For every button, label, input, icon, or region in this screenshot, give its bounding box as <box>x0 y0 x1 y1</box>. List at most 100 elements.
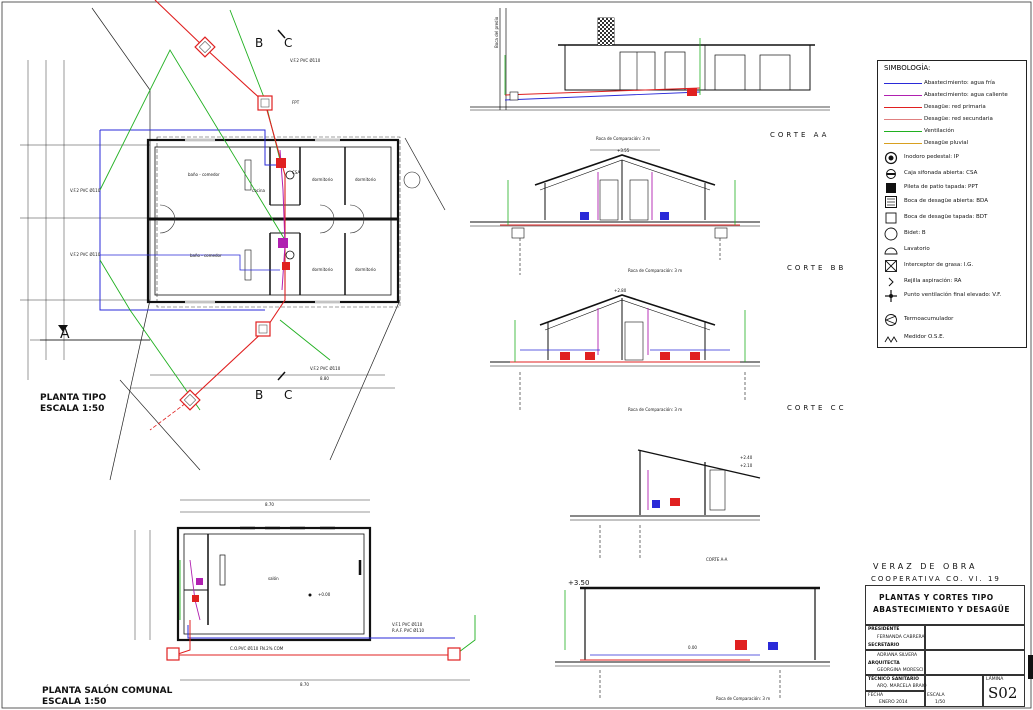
room-label-upper-right: dormitorio <box>355 177 376 182</box>
section-marker-b-top: B <box>255 36 264 50</box>
sign-cell-2 <box>925 650 1025 675</box>
section-marker-c-top: C <box>284 36 293 50</box>
level-0: 0.00 <box>688 645 697 650</box>
legend-line-swatch <box>884 107 922 108</box>
role-4: TÉCNICO SANITARIO <box>868 677 919 682</box>
sign-cell-3 <box>925 675 983 707</box>
legend-symbol-label: Pileta de patio tapada: PPT <box>904 184 979 190</box>
pipe-label-top: V.F.2 PVC Ø110 <box>290 58 321 63</box>
sign-cell-1 <box>925 625 1025 650</box>
legend-line-label: Abastecimiento: agua caliente <box>924 92 1008 98</box>
corte-cc-title: CORTE CC <box>787 404 847 412</box>
role-1: PRESIDENTE <box>868 627 900 632</box>
salon-pipe-label-2: R.A.F. PVC Ø110 <box>392 628 425 633</box>
role-3: ARQUITECTA <box>868 661 900 666</box>
water-heater-icon <box>884 313 898 327</box>
legend-line-label: Desagüe pluvial <box>924 140 969 146</box>
legend-symbol-label: Boca de desagüe tapada: BDT <box>904 214 988 220</box>
sheet-label: LÁMINA <box>986 677 1004 682</box>
covered-sink-icon <box>884 181 898 195</box>
name-2: ADRIANA SILVERA <box>877 653 918 658</box>
section-marker-b-bottom: B <box>255 388 264 402</box>
pipe-label-bottom: V.F.2 PVC Ø110 <box>310 366 341 371</box>
legend-line-label: Desagüe: red secundaria <box>924 116 993 122</box>
legend-title: SIMBOLOGÍA: <box>884 64 931 72</box>
role-cell-2 <box>865 650 925 675</box>
corte-salon-lower-drawing <box>555 586 830 700</box>
corte-cc-drawing <box>490 294 760 410</box>
bidet-icon <box>884 227 898 241</box>
legend-symbol-label: Rejilla aspiración: RA <box>904 278 962 284</box>
legend-line-swatch <box>884 131 922 132</box>
name-1: FERNANDA CABRERA <box>877 635 925 640</box>
name-3: GEORGINA MORESCI <box>877 668 924 673</box>
legend-symbol-label: Inodoro pedestal: IP <box>904 154 959 160</box>
salon-pipe-label-1: V.F.1 PVC Ø110 <box>392 622 423 627</box>
roca-salon: Roca de Comparación: 3 m <box>716 696 771 701</box>
role-cell-1 <box>865 625 925 650</box>
company-line-2: COOPERATIVA CO. VI. 19 <box>871 575 1001 583</box>
corte-aa-title: CORTE AA <box>770 131 830 139</box>
date-cell <box>865 691 925 707</box>
pipe-label-left-2: V.F.2 PVC Ø110 <box>70 252 101 257</box>
toilet-icon <box>884 151 898 165</box>
salon-room-label: salón <box>268 576 279 581</box>
legend-symbol-label: Medidor O.S.E. <box>904 334 945 340</box>
section-marker-c-bottom: C <box>284 388 293 402</box>
vertical-label-predio: Boca del predio <box>494 16 499 48</box>
title-block: VERAZ DE OBRA COOPERATIVA CO. VI. 19 PLA… <box>865 555 1025 707</box>
section-marker-a: A <box>60 326 70 342</box>
corte-bb-drawing <box>470 154 760 275</box>
sheet-title-1: PLANTAS Y CORTES TIPO <box>879 593 994 602</box>
sheet-title-2: ABASTECIMIENTO Y DESAGÜE <box>873 605 1010 614</box>
legend-symbol-label: Termoacumulador <box>904 316 954 322</box>
dim-bottom: 8.80 <box>320 376 329 381</box>
open-drain-icon <box>884 195 898 209</box>
planta-tipo-title: PLANTA TIPO <box>40 393 107 403</box>
room-label-upper-left: baño - comedor <box>188 172 220 177</box>
date-value: ENERO 2014 <box>879 700 908 705</box>
washbasin-icon <box>884 243 898 257</box>
scale-label: ESCALA <box>927 693 945 698</box>
level-350: +3.50 <box>568 579 590 587</box>
room-label-upper-kitchen: cocina <box>252 188 265 193</box>
meter-icon <box>884 331 898 345</box>
planta-salon-scale: ESCALA 1:50 <box>42 697 107 707</box>
level-355: +3.55 <box>617 148 630 153</box>
salon-dim-top: 8.70 <box>265 502 274 507</box>
company-line-1: VERAZ DE OBRA <box>873 562 978 571</box>
grease-trap-icon <box>884 259 898 273</box>
legend-line-label: Ventilación <box>924 128 955 134</box>
sheet-number: S02 <box>988 684 1018 702</box>
date-label: FECHA <box>868 693 884 698</box>
legend-symbol-label: Caja sifonada abierta: CSA <box>904 170 978 176</box>
salon-pipe-label-3: C.O.PVC Ø110 FN.2% COM <box>230 646 284 651</box>
sheet-number-cell <box>983 675 1025 707</box>
grille-icon <box>884 275 898 289</box>
level-210: +2.10 <box>740 463 753 468</box>
level-280: +2.80 <box>614 288 627 293</box>
room-label-lower-left: baño - comedor <box>190 253 222 258</box>
vent-point-icon <box>884 289 898 303</box>
legend-line-label: Desagüe: red primaria <box>924 104 986 110</box>
viewer-scroll-handle[interactable] <box>1028 655 1033 679</box>
name-4: ARQ. MARCELA BRAIO <box>877 684 927 689</box>
planta-salon-drawing <box>134 499 476 681</box>
role-cell-3 <box>865 675 925 691</box>
planta-salon-title: PLANTA SALÓN COMUNAL <box>42 686 173 696</box>
legend-line-swatch <box>884 143 922 144</box>
legend-symbol-label: Boca de desagüe abierta: BDA <box>904 198 988 204</box>
salon-level-mark: +0.00 <box>318 592 331 597</box>
roca-bb: Roca de Comparación: 3 m <box>628 268 683 273</box>
room-label-upper-mid: dormitorio <box>312 177 333 182</box>
room-label-lower-right: dormitorio <box>355 267 376 272</box>
legend-symbol-label: Interceptor de grasa: I.G. <box>904 262 974 268</box>
room-label-lower-mid: dormitorio <box>312 267 333 272</box>
legend-symbol-label: Bidet: B <box>904 230 926 236</box>
roca-aa: Roca de Comparación: 3 m <box>596 136 651 141</box>
fpt-label: FPT <box>292 100 300 105</box>
corte-aa-drawing <box>470 8 830 151</box>
